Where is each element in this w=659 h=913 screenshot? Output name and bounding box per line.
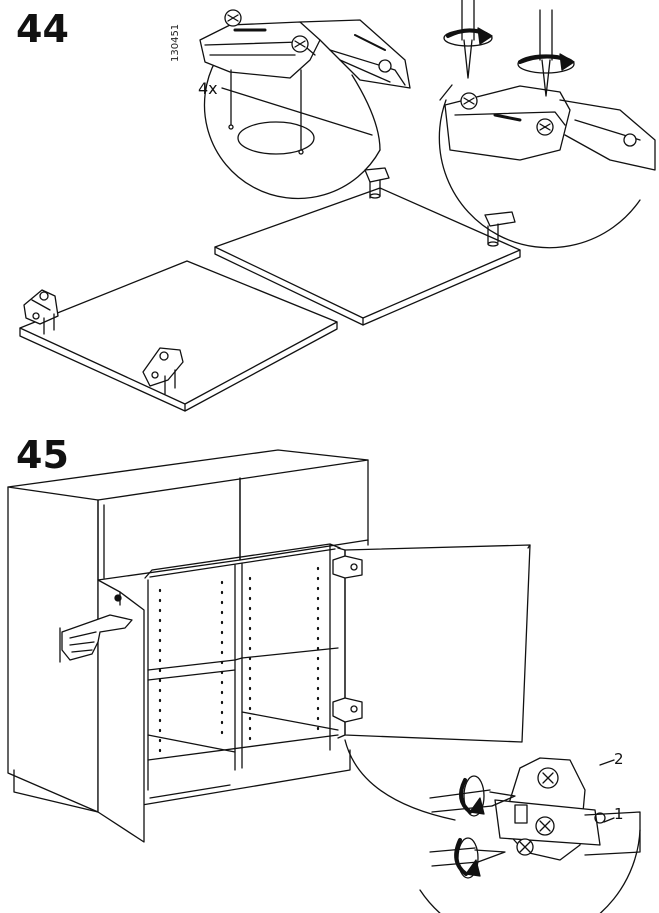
hinge-adjust-detail [419,757,641,913]
hinge-detail-circle-left [199,9,411,200]
step-number-45: 45 [16,433,69,477]
cabinet [7,449,369,843]
callout-label-2: 2 [614,750,624,768]
detail-leader-line [344,739,456,821]
right-door-open [332,544,531,743]
hinge-detail-circle-right [438,0,656,249]
door-panel-right [214,167,521,326]
step-number-44: 44 [16,7,69,51]
callout-label-1: 1 [614,805,624,823]
quantity-label: 4x [198,79,218,98]
door-panel-left [19,260,338,412]
pointing-hand-icon [59,614,133,663]
